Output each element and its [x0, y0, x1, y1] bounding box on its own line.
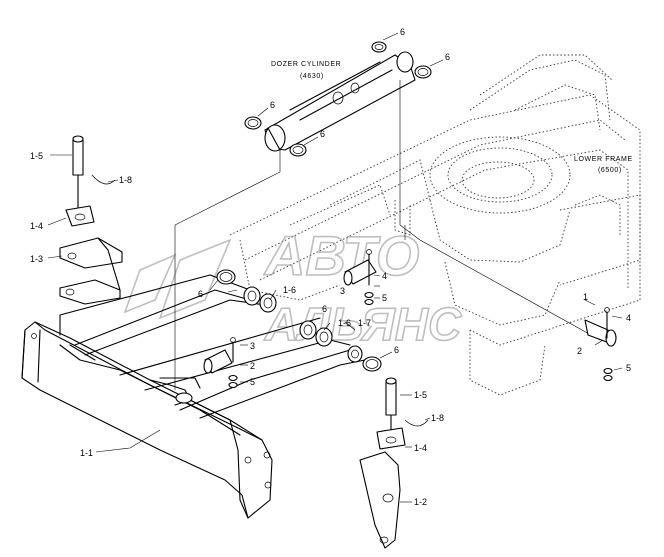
left-pin-assembly: [59, 135, 123, 305]
label-6-cyl-left: 6: [270, 100, 275, 110]
label-1-3: 1-3: [30, 254, 43, 264]
label-6-top-right: 6: [445, 52, 450, 62]
label-1-2: 1-2: [414, 497, 427, 507]
label-1-4-right: 1-4: [414, 443, 427, 453]
label-1-5-right: 1-5: [414, 390, 427, 400]
label-1-6-upper: 1-6: [283, 285, 296, 295]
watermark-line1: АВТО: [263, 224, 419, 287]
caption-lower-frame-code: (6500): [598, 167, 622, 174]
caption-dozer-cylinder-code: (4630): [300, 73, 324, 80]
label-4-right: 4: [626, 313, 631, 323]
rings-6: [216, 41, 432, 372]
pins: [203, 249, 617, 374]
label-5-right: 5: [626, 363, 631, 373]
watermark-line2: АЛЬЯНС: [264, 298, 462, 350]
leader-lines: [174, 80, 601, 390]
right-pin-assembly: [359, 377, 429, 549]
label-4-mid: 4: [382, 271, 387, 281]
lower-frame: [229, 54, 641, 396]
label-leaders: [47, 32, 623, 503]
label-6-cyl-right: 6: [320, 129, 325, 139]
bushings: [243, 286, 363, 363]
washers-5: [228, 291, 613, 389]
label-6-mid: 6: [322, 304, 327, 314]
label-1-5-left: 1-5: [30, 151, 43, 161]
label-6-lower: 6: [394, 345, 399, 355]
label-1-8-left: 1-8: [119, 175, 132, 185]
label-2-right: 2: [577, 346, 582, 356]
label-2-left: 2: [250, 361, 255, 371]
label-1-7: 1-7: [358, 318, 371, 328]
label-1-4-left: 1-4: [30, 221, 43, 231]
caption-dozer-cylinder: DOZER CYLINDER: [271, 61, 341, 68]
watermark: АВТО АЛЬЯНС: [123, 223, 463, 351]
label-5-left: 5: [250, 377, 255, 387]
label-5-mid: 5: [382, 293, 387, 303]
label-1-1: 1-1: [80, 448, 93, 458]
label-1: 1: [583, 292, 588, 302]
dozer-cylinder: [264, 51, 416, 152]
label-6-top: 6: [400, 27, 405, 37]
label-1-8-right: 1-8: [431, 413, 444, 423]
dozer-blade: [21, 321, 273, 519]
label-3-left: 3: [250, 341, 255, 351]
label-1-6-lower: 1-6: [338, 318, 351, 328]
caption-lower-frame: LOWER FRAME: [574, 156, 633, 163]
label-6-arm: 6: [198, 289, 203, 299]
label-3-mid: 3: [340, 286, 345, 296]
